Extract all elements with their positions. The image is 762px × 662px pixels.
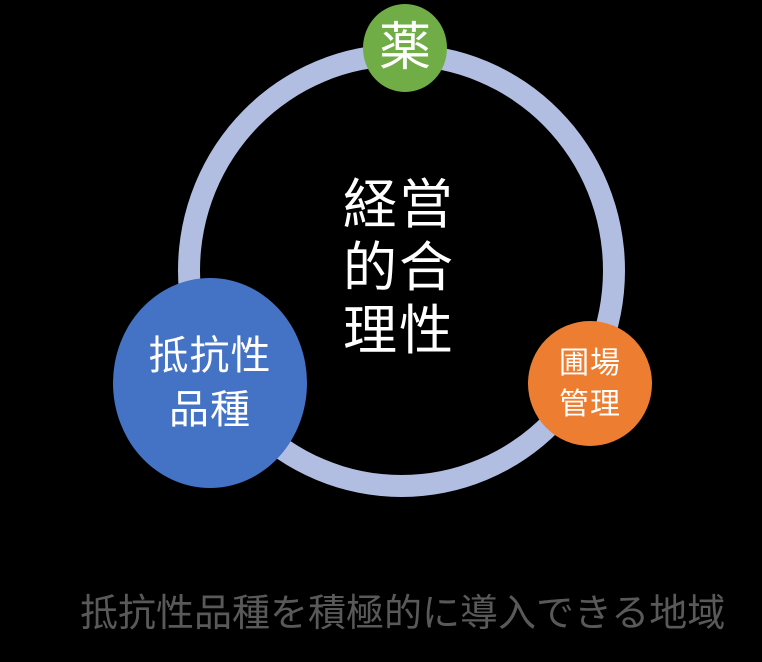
node-field-management: 圃場 管理: [528, 321, 652, 446]
center-label: 経営 的合 理性: [329, 174, 469, 363]
center-label-line3: 理性: [343, 301, 455, 361]
node-resistant-variety-label-line2: 品種: [169, 388, 251, 432]
caption-text: 抵抗性品種を積極的に導入できる地域: [80, 593, 726, 635]
node-field-management-label-line1: 圃場: [559, 346, 621, 380]
node-pesticide-label: 薬: [378, 19, 431, 77]
center-label-line1: 経営: [343, 175, 455, 235]
node-field-management-label-line2: 管理: [559, 387, 621, 421]
center-label-line2: 的合: [343, 238, 455, 298]
node-resistant-variety: 抵抗性 品種: [113, 278, 307, 488]
node-pesticide: 薬: [363, 4, 447, 92]
node-resistant-variety-label-line1: 抵抗性: [148, 334, 272, 378]
